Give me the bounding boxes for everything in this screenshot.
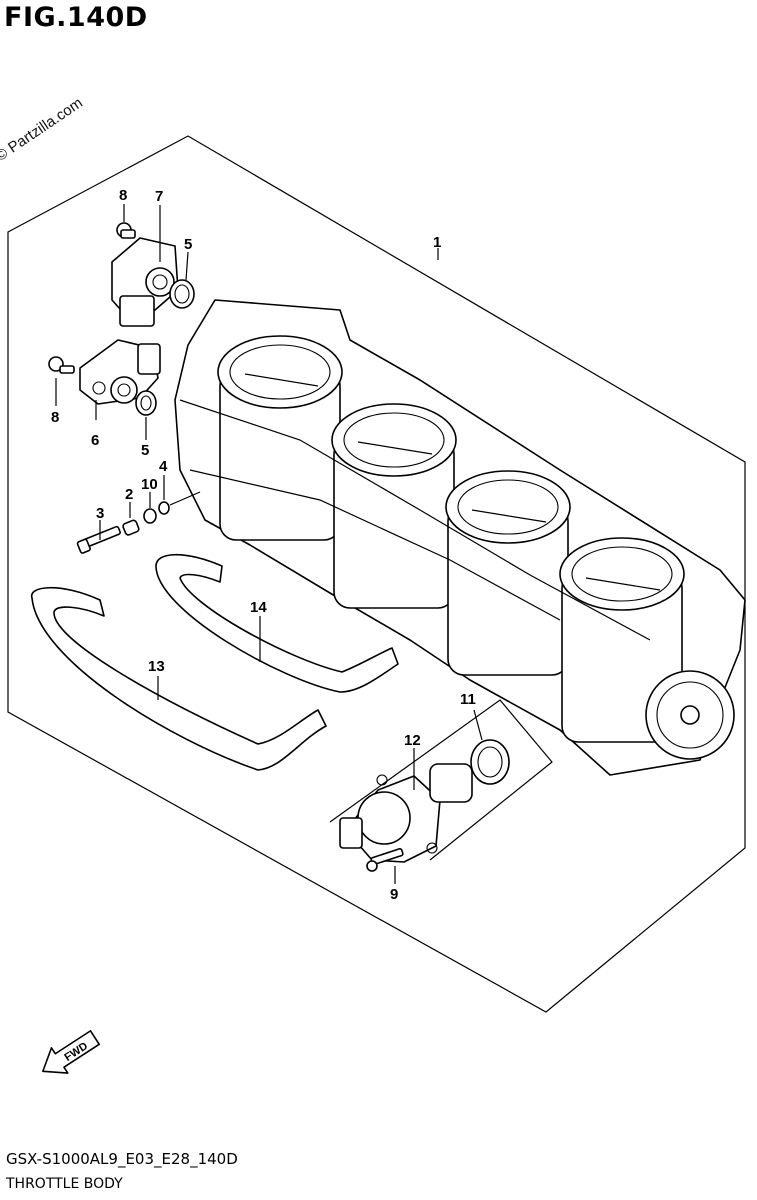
callout-5-upper: 5 (184, 236, 192, 253)
intake-bore-3 (445, 470, 571, 676)
o-ring-lower[interactable] (135, 390, 157, 416)
callout-13: 13 (148, 658, 165, 675)
callout-6: 6 (91, 432, 99, 449)
diagram-code: GSX-S1000AL9_E03_E28_140D (6, 1150, 238, 1168)
fwd-arrow: FWD (42, 1030, 100, 1074)
leader-lines (55, 204, 483, 884)
washer[interactable] (143, 508, 157, 524)
screw-lower[interactable] (48, 356, 75, 374)
secondary-throttle-sensor[interactable] (79, 339, 161, 405)
callout-14: 14 (250, 599, 267, 616)
adjust-screw[interactable] (76, 525, 121, 554)
o-ring-11[interactable] (470, 739, 510, 785)
subgroup-outline (329, 699, 553, 861)
idle-speed-control-valve[interactable] (339, 763, 473, 863)
screw-9[interactable] (366, 848, 404, 872)
callout-4: 4 (159, 458, 168, 475)
callout-5-lower: 5 (141, 442, 149, 459)
throttle-pulley (645, 670, 735, 760)
callout-3: 3 (96, 505, 104, 522)
callout-11: 11 (460, 691, 476, 708)
intake-bore-2 (331, 403, 457, 609)
exploded-diagram: 1 2 3 4 5 5 6 7 8 8 9 10 11 12 13 14 FWD (7, 135, 746, 1074)
o-ring-small[interactable] (158, 501, 170, 515)
hose-13[interactable] (31, 586, 327, 771)
linkage-rail (179, 399, 651, 641)
callout-7: 7 (155, 188, 163, 205)
throttle-position-sensor[interactable] (111, 237, 179, 327)
callout-8-upper: 8 (119, 187, 127, 204)
o-ring-upper[interactable] (169, 279, 195, 309)
callout-8-lower: 8 (51, 409, 59, 426)
hose-14[interactable] (155, 553, 399, 693)
intake-bore-1 (217, 335, 343, 541)
callout-12: 12 (404, 732, 421, 749)
diagram-name: THROTTLE BODY (6, 1176, 123, 1192)
spring[interactable] (122, 519, 140, 536)
assembly-outline (7, 135, 746, 1013)
throttle-body-assembly[interactable] (174, 299, 746, 776)
callout-9: 9 (390, 886, 398, 903)
callout-2: 2 (125, 486, 133, 503)
callout-1: 1 (433, 234, 441, 251)
screw-upper[interactable] (116, 222, 136, 239)
figure-title: FIG.140D (4, 2, 148, 33)
callout-10: 10 (141, 476, 158, 493)
